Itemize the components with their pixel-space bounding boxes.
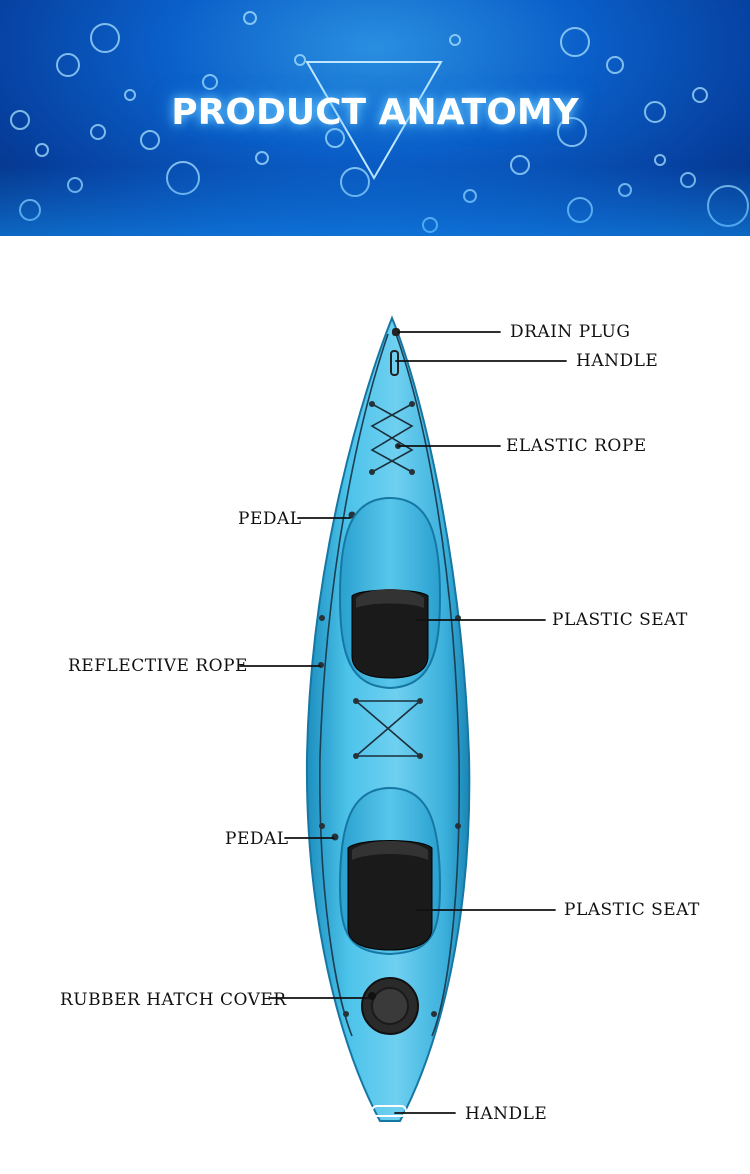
label-drain-plug: DRAIN PLUG — [510, 322, 631, 342]
reflective-rope-line — [319, 333, 389, 1037]
drain-plug-shape — [392, 328, 400, 336]
rear-plastic-seat-shape — [347, 840, 433, 951]
label-bow-handle: HANDLE — [576, 351, 659, 371]
header-banner: PRODUCT ANATOMY — [0, 0, 750, 236]
reflective-rope-line-right — [395, 333, 460, 1037]
elastic-rope-cords — [355, 403, 421, 757]
label-reflective-rope: REFLECTIVE ROPE — [68, 656, 248, 676]
banner-glow — [0, 166, 750, 236]
rubber-hatch-cover-shape — [361, 977, 419, 1035]
label-rubber-hatch-cover: RUBBER HATCH COVER — [60, 990, 287, 1010]
label-rear-pedal: PEDAL — [225, 829, 289, 849]
stern-handle-shape — [371, 1105, 407, 1117]
leader-lines — [239, 331, 567, 1114]
label-front-pedal: PEDAL — [238, 509, 302, 529]
front-seat-backrest — [356, 589, 424, 608]
deck-fittings — [318, 401, 461, 1017]
label-elastic-rope: ELASTIC ROPE — [506, 436, 647, 456]
label-stern-handle: HANDLE — [465, 1104, 548, 1124]
page-title: PRODUCT ANATOMY — [171, 92, 579, 133]
bow-handle-shape — [390, 350, 399, 376]
label-front-plastic-seat: PLASTIC SEAT — [552, 610, 688, 630]
kayak-diagram: DRAIN PLUG HANDLE ELASTIC ROPE PEDAL PLA… — [0, 236, 750, 1174]
kayak-illustration — [239, 315, 567, 1122]
rear-seat-backrest — [352, 841, 428, 860]
label-rear-plastic-seat: PLASTIC SEAT — [564, 900, 700, 920]
